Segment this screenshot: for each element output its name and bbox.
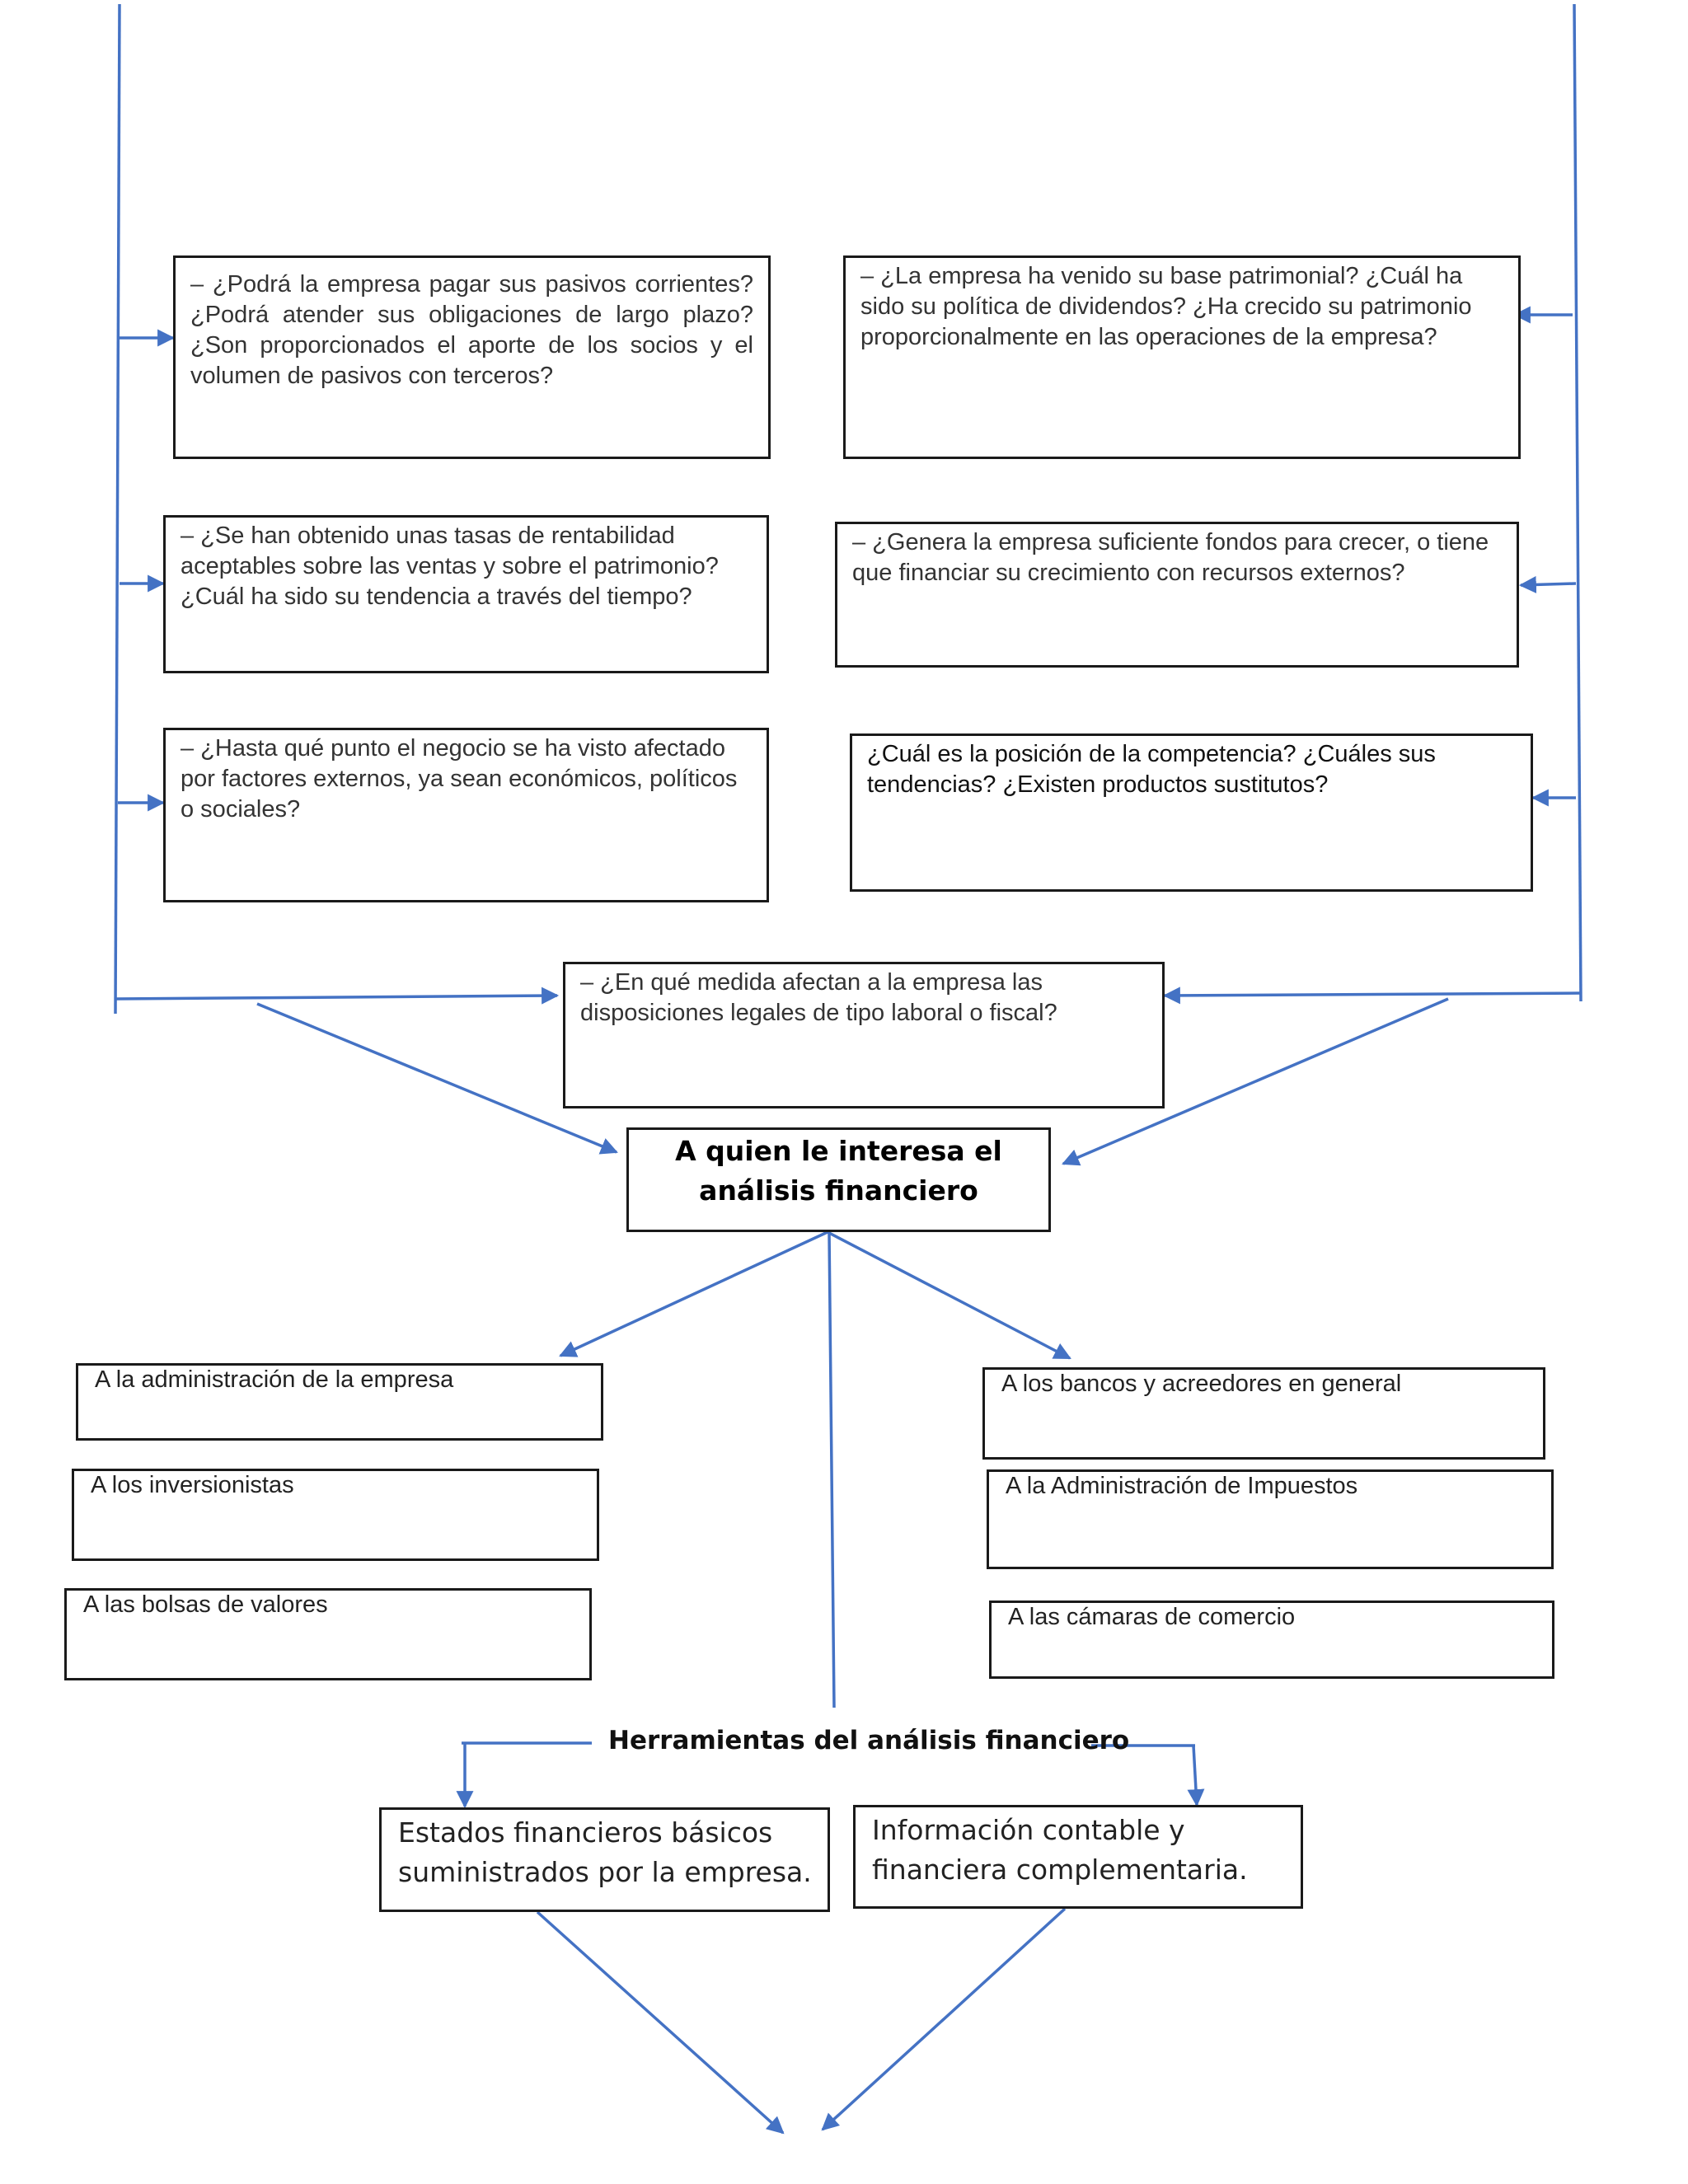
interested-item-bancos: A los bancos y acreedores en general (982, 1367, 1545, 1460)
question-box-competencia: ¿Cuál es la posición de la competencia? … (850, 733, 1533, 892)
interested-item-impuestos: A la Administración de Impuestos (987, 1469, 1554, 1569)
question-box-pasivos: – ¿Podrá la empresa pagar sus pasivos co… (173, 255, 771, 459)
arrow-to-legales-right (1162, 987, 1582, 1005)
question-box-legales: – ¿En qué medida afectan a la empresa la… (563, 962, 1165, 1108)
arrow-left-to-center (256, 1002, 618, 1155)
tool-box-informacion: Información contable y financiera comple… (853, 1805, 1303, 1909)
arrow-estados-down (536, 1910, 785, 2135)
interested-item-inversionistas: A los inversionistas (72, 1469, 599, 1561)
arrow-informacion-down (821, 1907, 1067, 2131)
question-box-fondos: – ¿Genera la empresa suficiente fondos p… (835, 522, 1519, 668)
arrow-to-informacion (1187, 1745, 1205, 1807)
arrow-center-to-right-group (827, 1230, 1071, 1360)
interested-item-bolsas: A las bolsas de valores (64, 1588, 592, 1680)
interested-item-administracion: A la administración de la empresa (76, 1363, 603, 1441)
arrow-center-to-left-group (559, 1230, 828, 1357)
interested-item-camaras: A las cámaras de comercio (989, 1601, 1554, 1679)
arrow-to-legales-left (115, 987, 560, 1005)
center-title-box: A quien le interesa el análisis financie… (626, 1127, 1051, 1232)
right-bus-line (1573, 3, 1582, 1002)
arrow-right-to-center (1062, 997, 1449, 1166)
tool-box-estados: Estados financieros básicos suministrado… (379, 1807, 830, 1912)
left-bus-line (114, 3, 121, 1015)
arrow-to-fondos (1518, 575, 1577, 593)
question-box-rentabilidad: – ¿Se han obtenido unas tasas de rentabi… (163, 515, 769, 673)
question-box-factores: – ¿Hasta qué punto el negocio se ha vist… (163, 728, 769, 902)
center-trunk-line (828, 1231, 836, 1708)
tools-title: Herramientas del análisis financiero (608, 1726, 1130, 1755)
question-box-patrimonio: – ¿La empresa ha venido su base patrimon… (843, 255, 1521, 459)
